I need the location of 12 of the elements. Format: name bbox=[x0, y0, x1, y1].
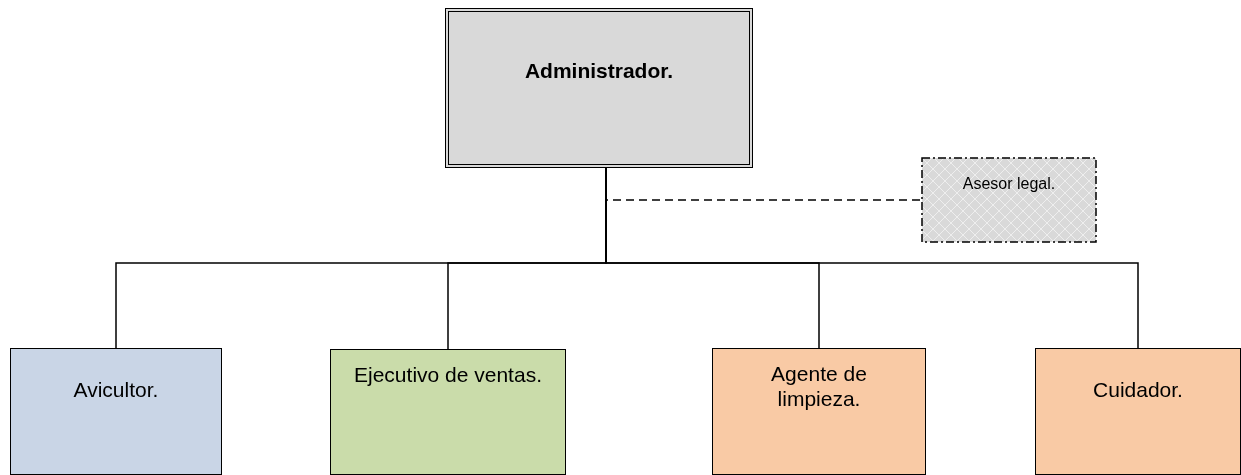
role-title: Administrador. bbox=[524, 58, 674, 84]
role-title: Asesor legal. bbox=[962, 174, 1056, 194]
role-box bbox=[445, 8, 753, 168]
advisor-box bbox=[921, 157, 1097, 243]
role-title: Avicultor. bbox=[73, 377, 159, 403]
role-box bbox=[1035, 348, 1241, 475]
role-title: Cuidador. bbox=[1093, 377, 1183, 403]
role-box bbox=[330, 349, 566, 475]
role-box bbox=[712, 348, 926, 475]
role-title: Agente de limpieza. bbox=[770, 361, 868, 412]
role-title: Ejecutivo de ventas. bbox=[354, 362, 542, 388]
role-box bbox=[10, 348, 222, 475]
